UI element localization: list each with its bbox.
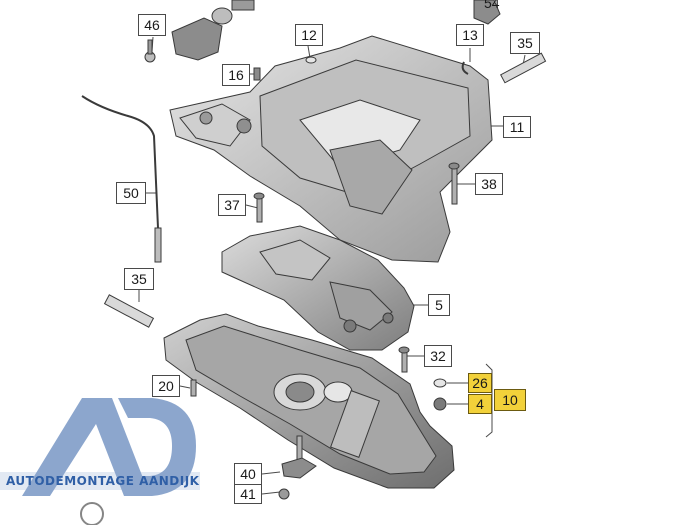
- callout-50: 50: [116, 182, 146, 204]
- callout-4-highlighted: 4: [468, 394, 492, 414]
- callout-46: 46: [138, 14, 166, 36]
- lower-oil-pan-part: [163, 313, 455, 489]
- callout-38: 38: [475, 173, 503, 195]
- callout-41: 41: [234, 484, 262, 504]
- callout-16: 16: [222, 64, 250, 86]
- callout-37: 37: [218, 194, 246, 216]
- callout-35-left: 35: [124, 268, 154, 290]
- callout-13: 13: [456, 24, 484, 46]
- callout-54: 54: [484, 0, 500, 11]
- callout-35-top: 35: [510, 32, 540, 54]
- upper-oil-pan-part: [169, 35, 493, 263]
- callout-40: 40: [234, 463, 262, 485]
- callout-32: 32: [424, 345, 452, 367]
- callout-11: 11: [503, 116, 531, 138]
- watermark-logo: [0, 398, 200, 525]
- callout-5: 5: [428, 294, 450, 316]
- baffle-part: [221, 225, 415, 351]
- dipstick-part: [81, 95, 162, 263]
- callout-10-highlighted: 10: [494, 389, 526, 411]
- hardware-parts: [103, 0, 547, 500]
- callout-12: 12: [295, 24, 323, 46]
- callout-26-highlighted: 26: [468, 373, 492, 393]
- callout-20: 20: [152, 375, 180, 397]
- watermark-brand-text: AUTODEMONTAGE AANDIJK: [6, 474, 200, 488]
